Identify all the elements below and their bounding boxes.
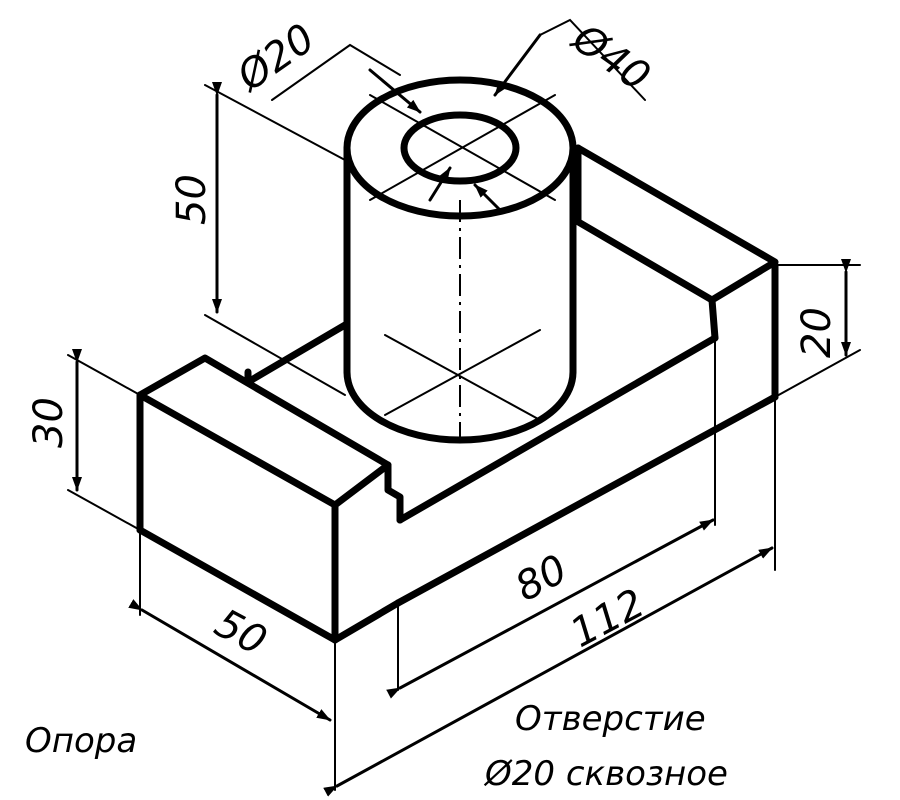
- hole-note-line1: Отверстие: [515, 699, 706, 739]
- through-hole: [400, 111, 520, 185]
- dim-cylinder-height: 50: [169, 174, 215, 225]
- dim-block-height: 30: [26, 397, 72, 448]
- dimension-lines: [67, 18, 861, 797]
- dim-hole-diameter: Ø20: [228, 15, 324, 101]
- base-body: [136, 144, 779, 644]
- cylinder: [343, 76, 577, 444]
- part-title: Опора: [25, 721, 137, 761]
- dim-wall-height: 20: [794, 307, 840, 358]
- hole-note-line2: Ø20 сквозное: [483, 754, 728, 794]
